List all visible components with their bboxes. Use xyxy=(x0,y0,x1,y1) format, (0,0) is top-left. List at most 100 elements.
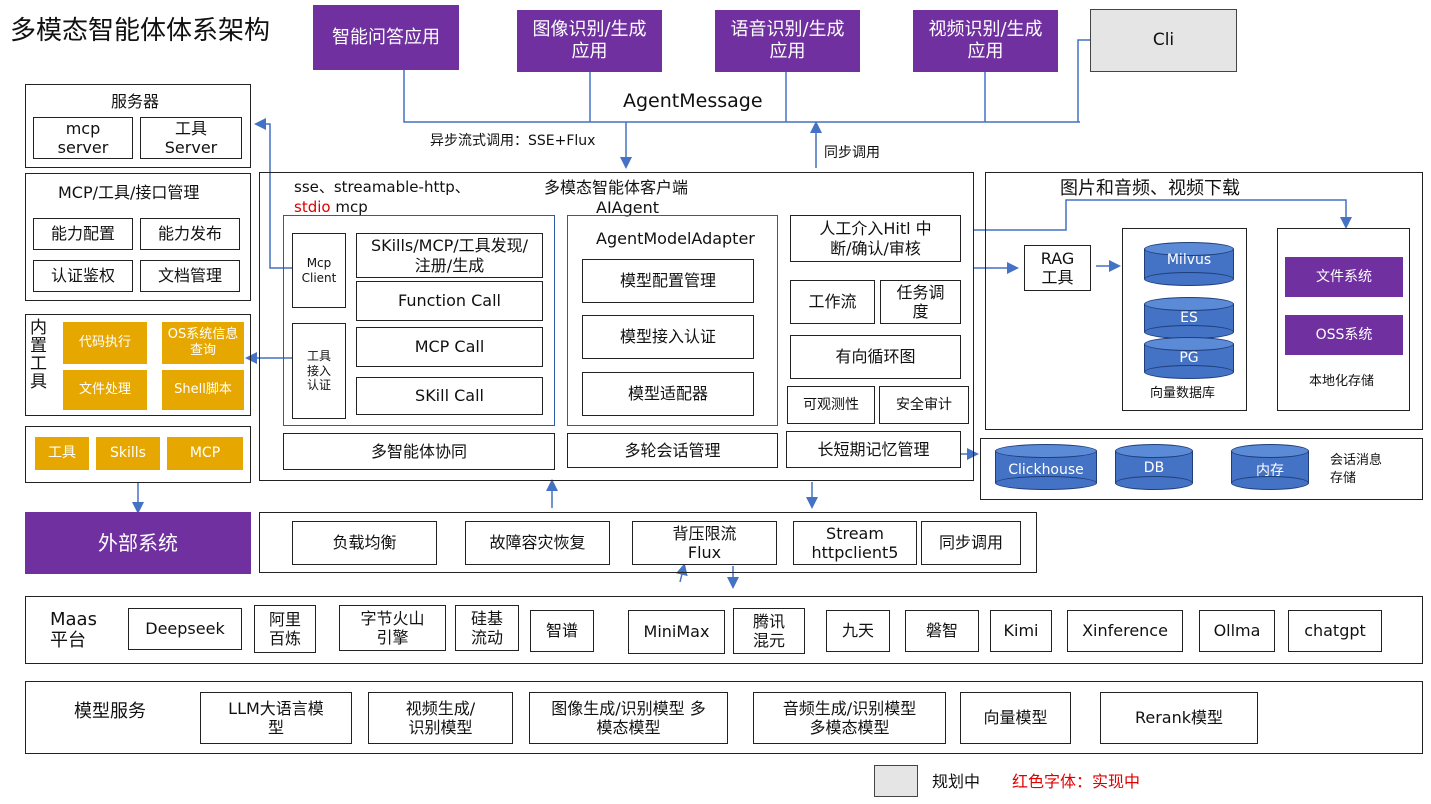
model-rerank-model[interactable]: Rerank模型 xyxy=(1100,692,1258,744)
capability-config[interactable]: 能力配置 xyxy=(33,218,133,250)
db-label: DB xyxy=(1143,460,1165,476)
mcp-call[interactable]: MCP Call xyxy=(356,327,543,367)
builtin-title: 内置工具 xyxy=(30,318,47,392)
model-auth[interactable]: 模型接入认证 xyxy=(582,315,754,359)
stdio-label: stdio xyxy=(294,197,331,216)
maas-chatgpt[interactable]: chatgpt xyxy=(1288,610,1382,652)
workflow-box[interactable]: 工作流 xyxy=(790,280,875,324)
adapter-title: AgentModelAdapter xyxy=(596,229,755,248)
db-store: DB xyxy=(1115,444,1193,490)
maas-panzhi[interactable]: 磐智 xyxy=(905,610,979,652)
code-exec[interactable]: 代码执行 xyxy=(63,322,147,364)
model-service-panel xyxy=(25,681,1423,754)
multi-agent-box[interactable]: 多智能体协同 xyxy=(283,433,555,470)
ext-skills[interactable]: Skills xyxy=(96,437,160,470)
gateway-panel xyxy=(259,512,1037,573)
server-panel xyxy=(25,84,251,168)
client-subtitle: AIAgent xyxy=(596,198,660,217)
multi-turn-box[interactable]: 多轮会话管理 xyxy=(567,433,778,468)
scheduling-box[interactable]: 任务调度 xyxy=(880,280,961,324)
maas-deepseek[interactable]: Deepseek xyxy=(128,608,242,650)
file-process[interactable]: 文件处理 xyxy=(63,370,147,410)
memory-box[interactable]: 长短期记忆管理 xyxy=(786,431,961,468)
vector-db-label: 向量数据库 xyxy=(1150,386,1216,401)
os-info[interactable]: OS系统信息查询 xyxy=(162,322,244,364)
stream-httpclient[interactable]: Stream httpclient5 xyxy=(793,521,917,565)
model-image-model[interactable]: 图像生成/识别模型 多模态模型 xyxy=(529,692,728,744)
external-system[interactable]: 外部系统 xyxy=(25,512,251,574)
ext-tool[interactable]: 工具 xyxy=(35,437,89,470)
session-panel xyxy=(980,438,1423,500)
ext-tools-panel xyxy=(25,426,251,483)
milvus-db: Milvus xyxy=(1144,242,1234,286)
local-storage-panel xyxy=(1277,228,1410,411)
oss-system[interactable]: OSS系统 xyxy=(1285,315,1403,355)
es-db: ES xyxy=(1144,297,1234,339)
server-title: 服务器 xyxy=(111,92,160,111)
mcp-suffix: mcp xyxy=(330,197,368,216)
sync-call-top-label: 同步调用 xyxy=(824,145,880,161)
hitl-box[interactable]: 人工介入Hitl 中断/确认/审核 xyxy=(790,215,961,262)
backpressure[interactable]: 背压限流 Flux xyxy=(632,521,777,565)
cli-box[interactable]: Cli xyxy=(1090,9,1237,72)
model-llm[interactable]: LLM大语言模型 xyxy=(200,692,352,744)
maas-bailian[interactable]: 阿里百炼 xyxy=(254,605,316,653)
model-video-model[interactable]: 视频生成/识别模型 xyxy=(368,692,513,744)
mcp-mgmt-title: MCP/工具/接口管理 xyxy=(58,183,200,202)
milvus-label: Milvus xyxy=(1166,252,1212,268)
doc-mgmt[interactable]: 文档管理 xyxy=(140,260,240,292)
app-voice[interactable]: 语音识别/生成应用 xyxy=(715,10,860,72)
skill-call[interactable]: SKill Call xyxy=(356,377,543,415)
mcp-client-box[interactable]: Mcp Client xyxy=(292,233,346,308)
auth-box[interactable]: 认证鉴权 xyxy=(33,260,133,292)
maas-siliconflow[interactable]: 硅基流动 xyxy=(455,605,519,651)
load-balance[interactable]: 负载均衡 xyxy=(292,521,437,565)
pg-db: PG xyxy=(1144,337,1234,379)
tool-server-box[interactable]: 工具 Server xyxy=(140,117,242,159)
fault-recovery[interactable]: 故障容灾恢复 xyxy=(465,521,610,565)
maas-xinference[interactable]: Xinference xyxy=(1067,610,1183,652)
adapter-group xyxy=(567,215,778,426)
audit-box[interactable]: 安全审计 xyxy=(879,386,969,424)
dag-box[interactable]: 有向循环图 xyxy=(790,335,961,379)
mcp-server-box[interactable]: mcp server xyxy=(33,117,133,159)
local-storage-label: 本地化存储 xyxy=(1309,374,1375,389)
function-call[interactable]: Function Call xyxy=(356,281,543,321)
observability-box[interactable]: 可观测性 xyxy=(787,386,875,424)
app-image[interactable]: 图像识别/生成应用 xyxy=(517,10,662,72)
clickhouse-label: Clickhouse xyxy=(1008,462,1084,478)
tool-auth-box[interactable]: 工具接入认证 xyxy=(292,323,346,419)
protocol-prefix: sse、streamable-http、 xyxy=(294,178,470,196)
maas-hunyuan[interactable]: 腾讯混元 xyxy=(733,608,805,654)
capability-publish[interactable]: 能力发布 xyxy=(140,218,240,250)
file-system[interactable]: 文件系统 xyxy=(1285,257,1403,297)
sync-call-box[interactable]: 同步调用 xyxy=(921,521,1021,565)
media-panel xyxy=(985,172,1423,430)
legend-planned: 规划中 xyxy=(932,772,981,791)
page-title: 多模态智能体体系架构 xyxy=(10,16,271,46)
shell-script[interactable]: Shell脚本 xyxy=(162,370,244,410)
app-video[interactable]: 视频识别/生成应用 xyxy=(913,10,1058,72)
maas-jiutian[interactable]: 九天 xyxy=(826,610,890,652)
builtin-panel xyxy=(25,314,251,416)
media-title: 图片和音频、视频下载 xyxy=(1060,178,1240,199)
maas-ollma[interactable]: Ollma xyxy=(1199,610,1275,652)
model-audio-model[interactable]: 音频生成/识别模型 多模态模型 xyxy=(753,692,946,744)
model-config[interactable]: 模型配置管理 xyxy=(582,259,754,303)
clickhouse-db: Clickhouse xyxy=(995,444,1097,490)
maas-kimi[interactable]: Kimi xyxy=(990,610,1052,652)
model-vector-model[interactable]: 向量模型 xyxy=(960,692,1071,744)
maas-minimax[interactable]: MiniMax xyxy=(628,610,725,654)
maas-volcano[interactable]: 字节火山引擎 xyxy=(339,605,446,651)
model-service-title: 模型服务 xyxy=(74,701,146,722)
protocol-label: sse、streamable-http、 stdio mcp xyxy=(294,178,470,217)
skills-discovery[interactable]: SKills/MCP/工具发现/注册/生成 xyxy=(356,233,543,278)
rag-tool[interactable]: RAG工具 xyxy=(1024,245,1091,291)
app-qa[interactable]: 智能问答应用 xyxy=(313,5,459,70)
maas-zhipu[interactable]: 智谱 xyxy=(530,610,594,652)
model-adapter[interactable]: 模型适配器 xyxy=(582,372,754,416)
legend-swatch xyxy=(874,765,918,797)
maas-title: Maas平台 xyxy=(50,609,97,651)
ext-mcp[interactable]: MCP xyxy=(167,437,243,470)
pg-label: PG xyxy=(1179,350,1199,366)
